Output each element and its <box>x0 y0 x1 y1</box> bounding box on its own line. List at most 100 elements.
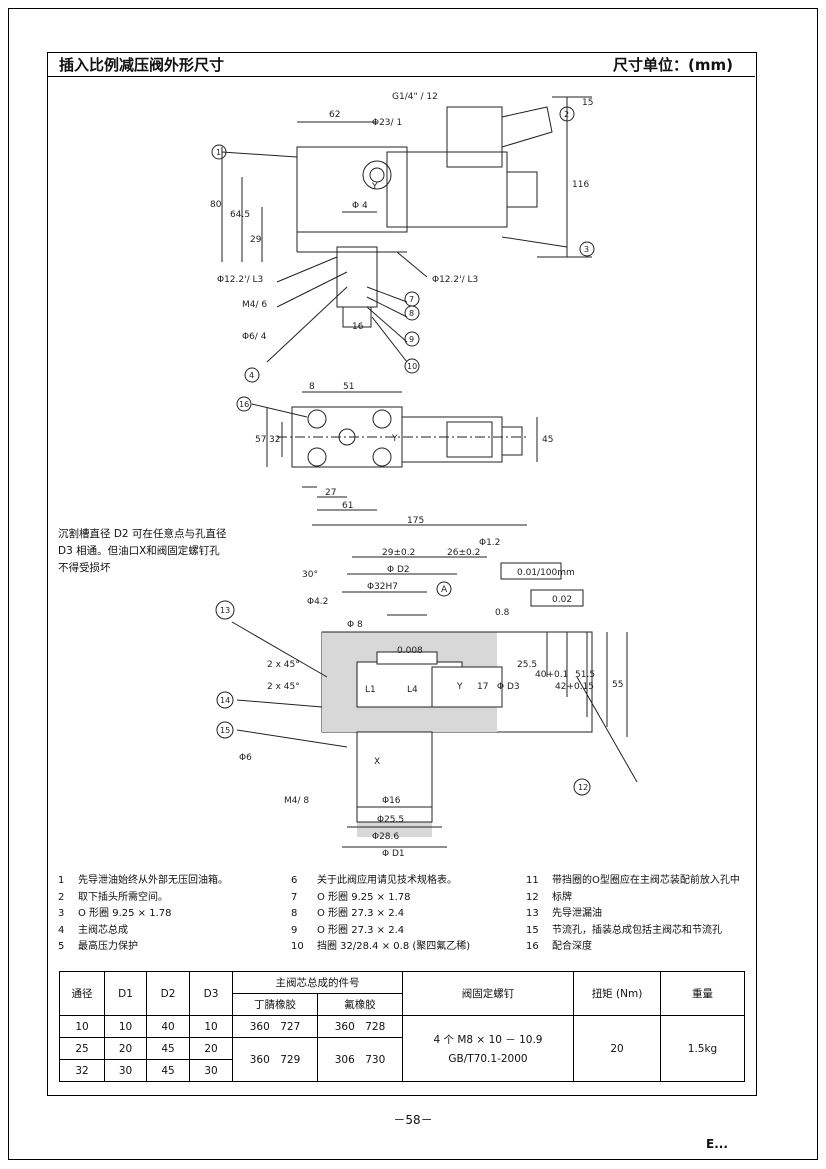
unit-label: 尺寸单位：(mm) <box>613 56 733 74</box>
table-cell: 30 <box>104 1059 147 1082</box>
dim-label: 27 <box>325 488 336 498</box>
table-cell: 20 <box>189 1037 233 1060</box>
dim-label: Φ6 <box>239 753 252 763</box>
bolt-spec: 4 个 M8 × 10 － 10.9 <box>433 1034 543 1046</box>
dim-label: 0.01/100mm <box>517 568 575 578</box>
dim-label: 175 <box>407 516 424 526</box>
dim-label: 40+0.1 <box>535 670 568 680</box>
dim-label: 61 <box>342 501 353 511</box>
dim-label: 45 <box>542 435 553 445</box>
weight-cell: 1.5kg <box>660 1015 745 1082</box>
table-cell: 20 <box>104 1037 147 1060</box>
dim-label: L1 <box>365 685 376 695</box>
torque-cell: 20 <box>573 1015 661 1082</box>
dim-label: 0.02 <box>552 595 572 605</box>
page-border <box>8 8 818 1160</box>
col-header: 通径 <box>59 971 105 1016</box>
dim-label: Φ D1 <box>382 849 405 859</box>
dim-label: 30° <box>302 570 318 580</box>
table-row: 32 30 45 30 <box>59 1059 745 1082</box>
dim-label: 64.5 <box>230 210 250 220</box>
balloon-label: 16 <box>239 400 249 409</box>
table-cell: 360 727 <box>232 1015 318 1038</box>
balloon-label: 7 <box>409 295 414 304</box>
dim-label: Y <box>371 182 378 192</box>
col-header: D3 <box>189 971 233 1016</box>
col-header: D1 <box>104 971 147 1016</box>
dim-label: 116 <box>572 180 589 190</box>
dim-label: L4 <box>407 685 418 695</box>
dim-label: Φ 8 <box>347 620 363 630</box>
dim-label: 42+0.15 <box>555 682 594 692</box>
table-row: 10 10 40 10 360 727 360 728 4 个 M8 × 10 … <box>59 1015 745 1082</box>
table-cell: 40 <box>146 1015 190 1038</box>
bolt-standard: GB/T70.1-2000 <box>448 1053 528 1065</box>
dim-label: 2 x 45° <box>267 682 300 692</box>
table-row: 25 20 45 20 360 729 306 730 <box>59 1037 745 1082</box>
balloon-label: 1 <box>216 148 221 157</box>
page-number: －58－ <box>393 1113 433 1127</box>
dim-label: 51.5 <box>575 670 595 680</box>
dim-label: 62 <box>329 110 340 120</box>
table-cell: 30 <box>189 1059 233 1082</box>
balloon-label: 3 <box>584 245 589 254</box>
dim-label: 29 <box>250 235 262 245</box>
col-header: 扭矩 (Nm) <box>573 971 661 1016</box>
dim-label: Φ12.2'/ L3 <box>432 275 478 285</box>
balloon-label: 12 <box>578 783 588 792</box>
dim-label: Φ 4 <box>352 201 368 211</box>
dim-label: 32 <box>269 435 280 445</box>
balloon-label: 10 <box>407 362 417 371</box>
col-header: D2 <box>146 971 190 1016</box>
dim-label: 0.8 <box>495 608 510 618</box>
table-cell: 10 <box>104 1015 147 1038</box>
balloon-label: 8 <box>409 309 414 318</box>
dim-label: 80 <box>210 200 222 210</box>
col-header: 重量 <box>660 971 745 1016</box>
table-cell: 360 729 <box>232 1037 318 1082</box>
dim-label: 55 <box>612 680 623 690</box>
dim-label: 15 <box>582 98 593 108</box>
front-view <box>211 96 595 383</box>
table-cell: 45 <box>146 1059 190 1082</box>
col-header: 丁腈橡胶 <box>232 993 318 1016</box>
dim-label: 57 <box>255 435 266 445</box>
dim-label: 16 <box>352 322 364 332</box>
dim-label: Φ6/ 4 <box>242 332 267 342</box>
dim-label: X <box>374 757 380 767</box>
dim-label: A <box>441 585 448 595</box>
balloon-label: 14 <box>220 696 230 705</box>
dim-label: Φ D3 <box>497 682 520 692</box>
table-cell: 32 <box>59 1059 105 1082</box>
dim-label: Φ28.6 <box>372 832 399 842</box>
balloon-label: 13 <box>220 606 230 615</box>
table-header-row: 通径 D1 D2 D3 主阀芯总成的件号 阀固定螺钉 扭矩 (Nm) 重量 <box>59 971 745 1016</box>
table-cell: 25 <box>59 1037 105 1060</box>
balloon-label: 9 <box>409 335 414 344</box>
dim-label: Φ32H7 <box>367 582 398 592</box>
table-cell: 10 <box>189 1015 233 1038</box>
dim-label: M4/ 8 <box>284 796 309 806</box>
col-header: 阀固定螺钉 <box>402 971 574 1016</box>
dim-label: Φ12.2'/ L3 <box>217 275 263 285</box>
title-bar: 插入比例减压阀外形尺寸 尺寸单位：(mm) <box>47 52 755 77</box>
table-cell: 45 <box>146 1037 190 1060</box>
plan-view <box>236 391 538 526</box>
corner-mark: E... <box>706 1137 728 1151</box>
dim-label: 2 x 45° <box>267 660 300 670</box>
col-header: 氟橡胶 <box>317 993 403 1016</box>
dim-label: 8 <box>309 382 315 392</box>
balloon-label: 4 <box>249 371 254 380</box>
